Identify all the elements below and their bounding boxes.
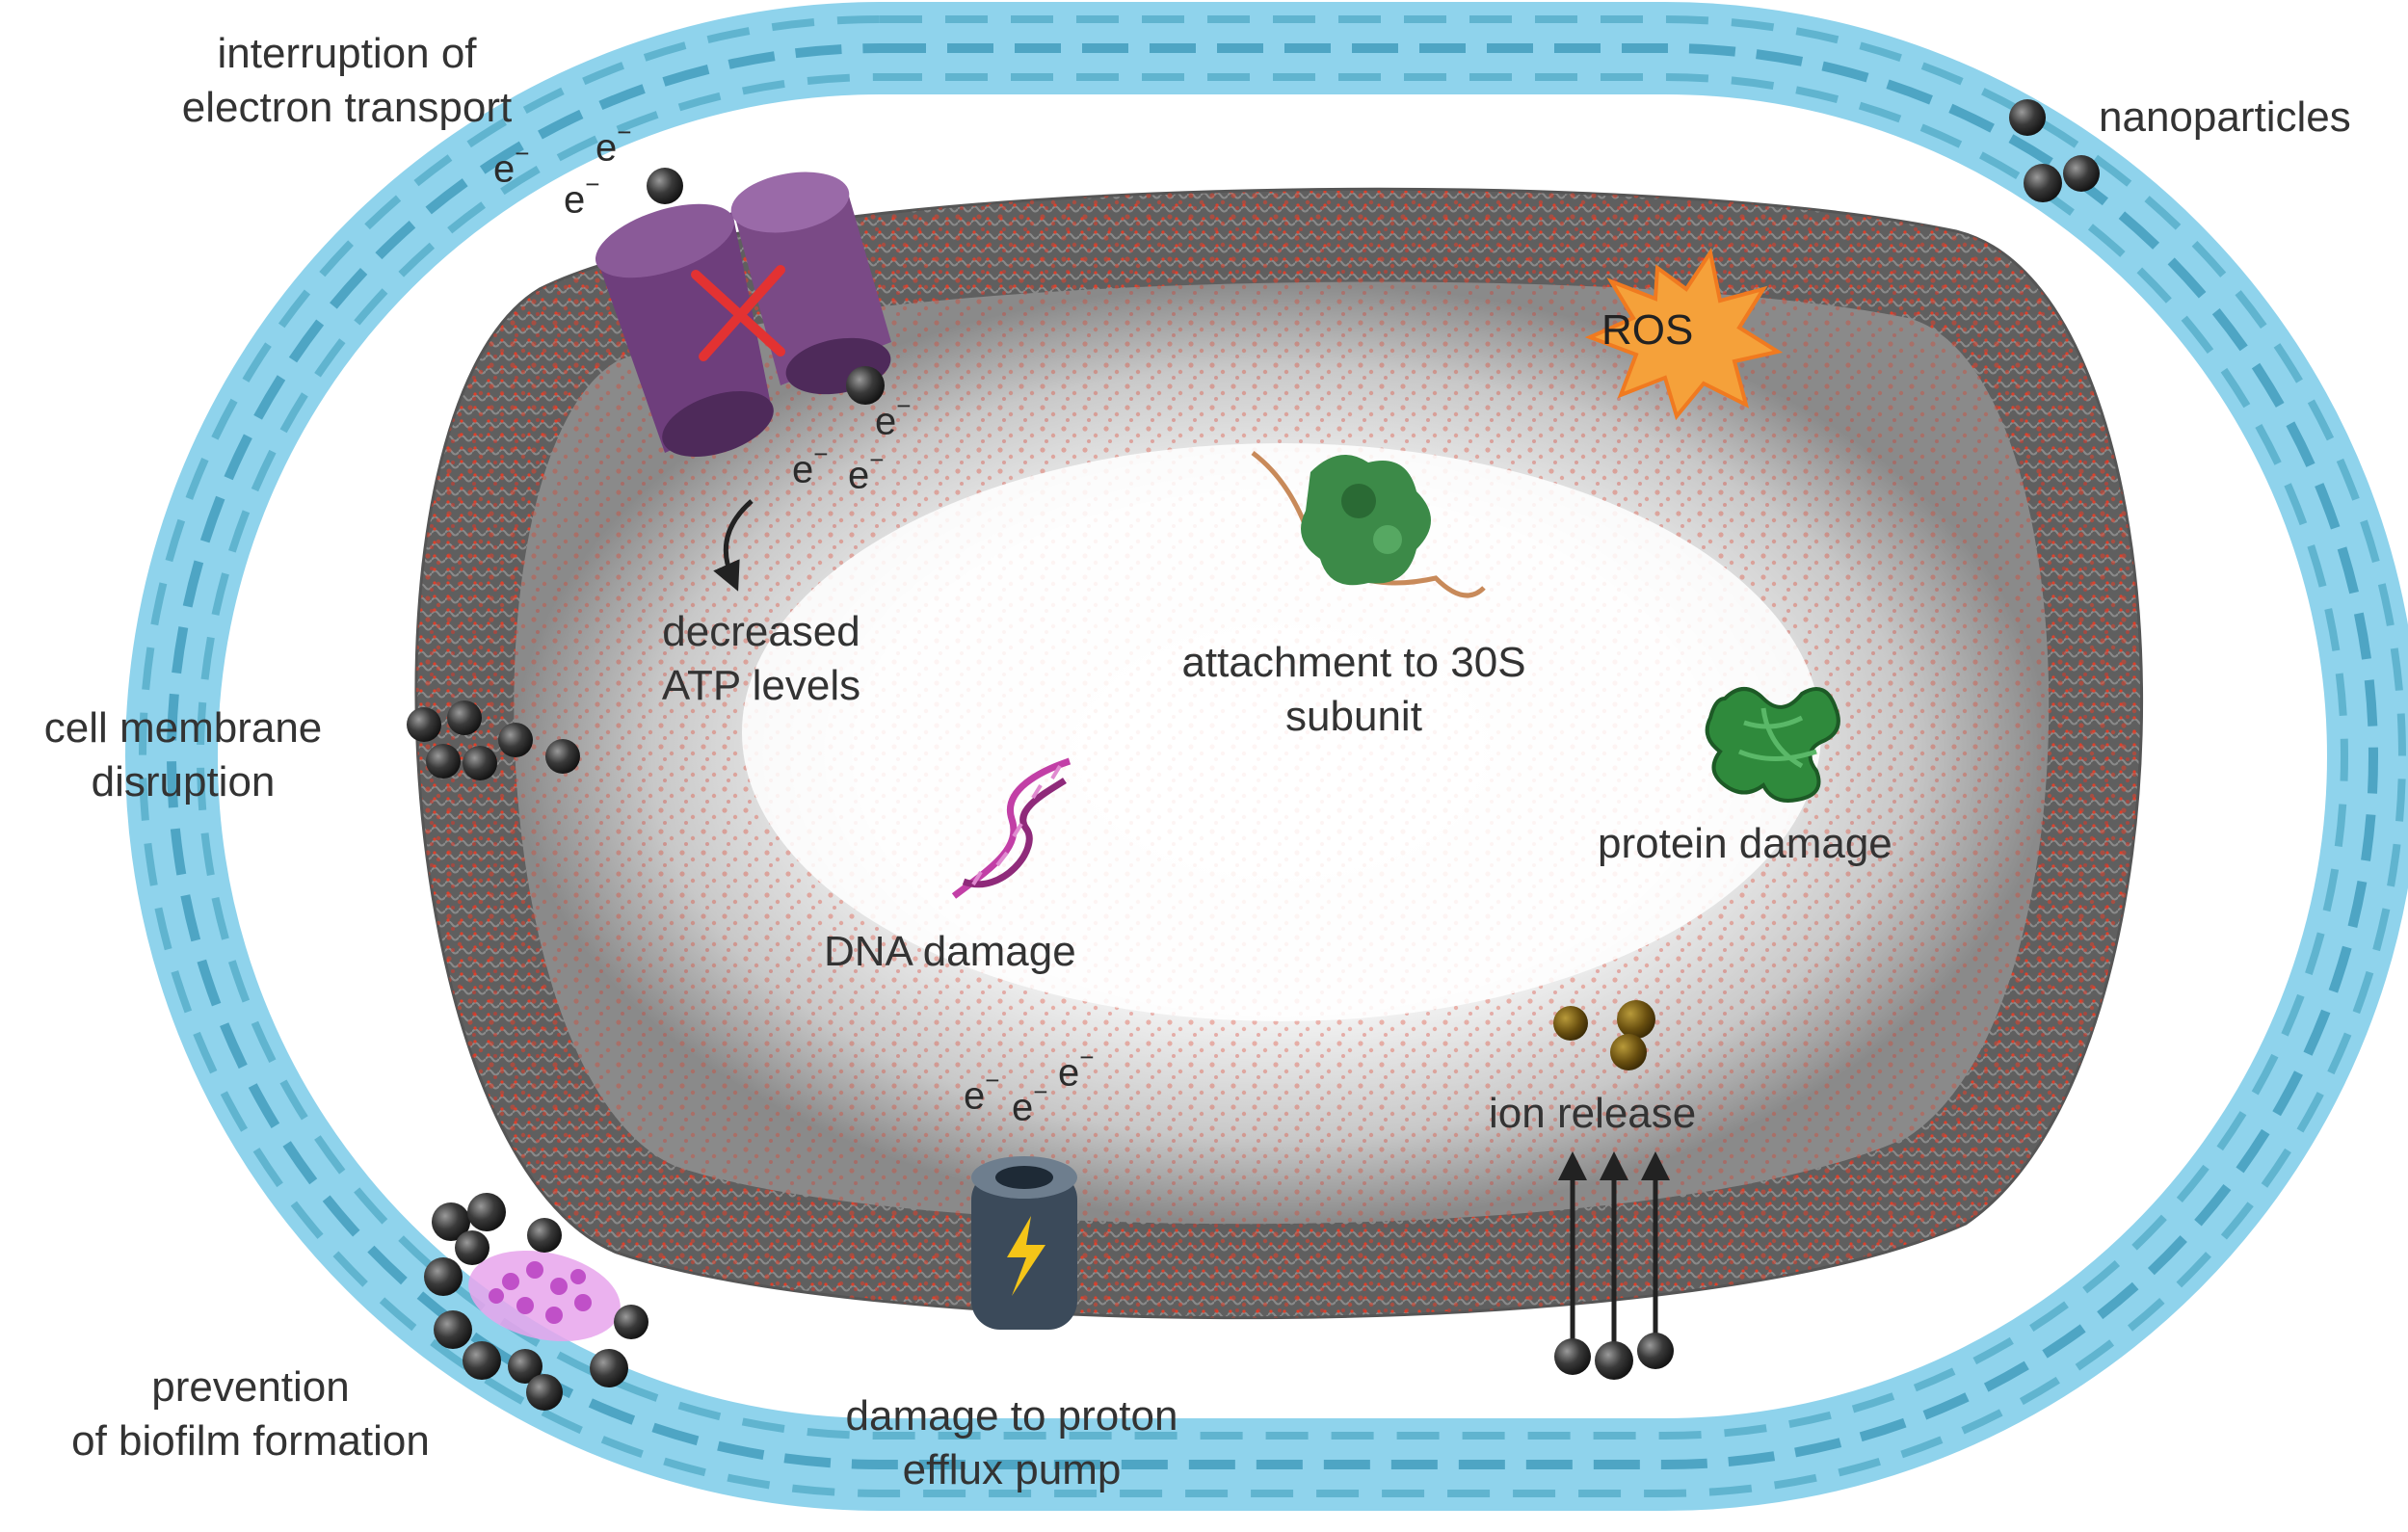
- label-protein-damage: protein damage: [1598, 820, 1892, 867]
- electron-label: e−: [848, 445, 885, 497]
- electron-label: e−: [875, 391, 912, 443]
- ion-cluster: [1553, 1000, 1655, 1070]
- label-dna-damage: DNA damage: [824, 928, 1076, 975]
- ion-icon: [1617, 1000, 1655, 1039]
- dna-helix-icon: [951, 757, 1072, 899]
- nanoparticle-icon: [2063, 155, 2100, 192]
- protein-icon: [1705, 687, 1840, 803]
- ros-label: ROS: [1601, 306, 1694, 354]
- nanoparticle-icon: [527, 1218, 562, 1253]
- label-nanoparticles: nanoparticles: [2099, 93, 2351, 141]
- nanoparticle-icon: [447, 700, 482, 735]
- nanoparticle-icon: [407, 707, 441, 742]
- nanoparticle-icon: [1637, 1333, 1674, 1369]
- nanoparticle-icon: [426, 744, 461, 779]
- nanoparticle-icon: [424, 1257, 463, 1296]
- nanoparticle-icon: [467, 1193, 506, 1231]
- nanoparticle-icon: [1554, 1338, 1591, 1375]
- outer-cell-wall: [125, 2, 2408, 1511]
- nanoparticle-icon: [647, 168, 683, 204]
- ion-icon: [1553, 1006, 1588, 1041]
- nanoparticle-icon: [590, 1349, 628, 1387]
- electron-label: e−: [493, 139, 530, 191]
- arrow-icon: [713, 499, 754, 592]
- electron-label: e−: [595, 118, 632, 170]
- ribosome-icon: [1251, 451, 1486, 598]
- nanoparticle-icon: [614, 1305, 648, 1339]
- nanoparticle-icon: [463, 746, 497, 780]
- electron-label: e−: [564, 170, 600, 222]
- ion-release-arrows: [1558, 1151, 1670, 1344]
- nanoparticle-icon: [545, 739, 580, 774]
- nanoparticle-icon: [508, 1349, 542, 1384]
- nanoparticle-icon: [498, 723, 533, 757]
- nanoparticle-icon: [2024, 164, 2062, 202]
- proton-pump-icon: [971, 1156, 1077, 1330]
- nanoparticle-icon: [1595, 1341, 1633, 1380]
- ros-burst-icon: [1584, 247, 1784, 421]
- nanoparticle-icon: [434, 1310, 472, 1349]
- nanoparticle-icon: [846, 366, 885, 405]
- electron-label: e−: [964, 1066, 1000, 1118]
- lightning-icon: [1007, 1216, 1045, 1296]
- nanoparticles: [407, 99, 2100, 1411]
- nanoparticle-icon: [526, 1374, 563, 1411]
- label-ion-release: ion release: [1489, 1090, 1697, 1137]
- electron-label: e−: [792, 439, 829, 491]
- ion-icon: [1610, 1034, 1647, 1070]
- nanoparticle-icon: [432, 1202, 470, 1241]
- nanoparticle-icon: [463, 1341, 501, 1380]
- nanoparticle-icon: [455, 1230, 490, 1265]
- nanoparticle-icon: [2009, 99, 2046, 136]
- electron-label: e−: [1012, 1077, 1048, 1129]
- biofilm-icon: [468, 1250, 621, 1342]
- electron-label: e−: [1058, 1043, 1095, 1095]
- cell-membrane: [414, 187, 2144, 1320]
